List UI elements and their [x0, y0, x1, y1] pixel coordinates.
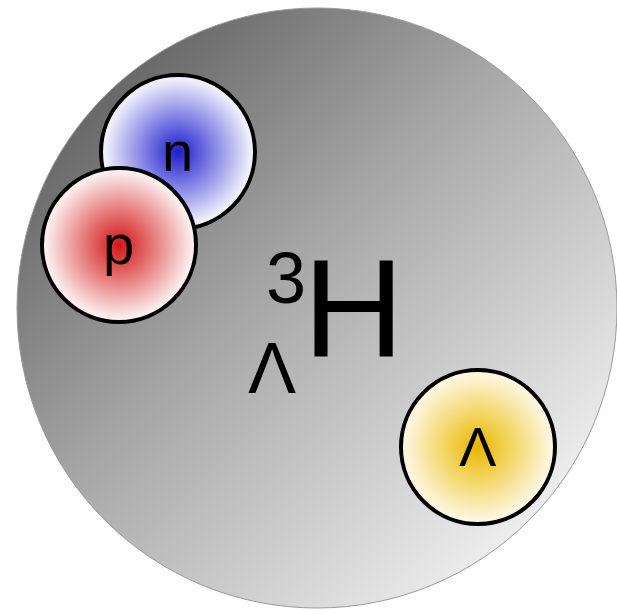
particle-label: n: [162, 124, 193, 180]
text-slot: n: [162, 124, 193, 180]
nuclide-symbol: Λ: [248, 332, 296, 404]
proton-circle: p: [39, 165, 199, 325]
text-slot: Λ: [459, 419, 496, 475]
lambda-circle: Λ: [398, 367, 558, 527]
text-slot: H: [303, 238, 404, 378]
nuclide-symbol: 3: [266, 242, 306, 314]
particle-label: Λ: [459, 419, 496, 475]
particle-label: p: [103, 217, 134, 273]
nuclide-symbol: H: [303, 238, 404, 378]
hypernucleus-circle: 3ΛHnpΛ: [16, 6, 617, 610]
text-slot: Λ: [248, 332, 296, 404]
text-slot: p: [103, 217, 134, 273]
text-slot: 3: [266, 242, 306, 314]
